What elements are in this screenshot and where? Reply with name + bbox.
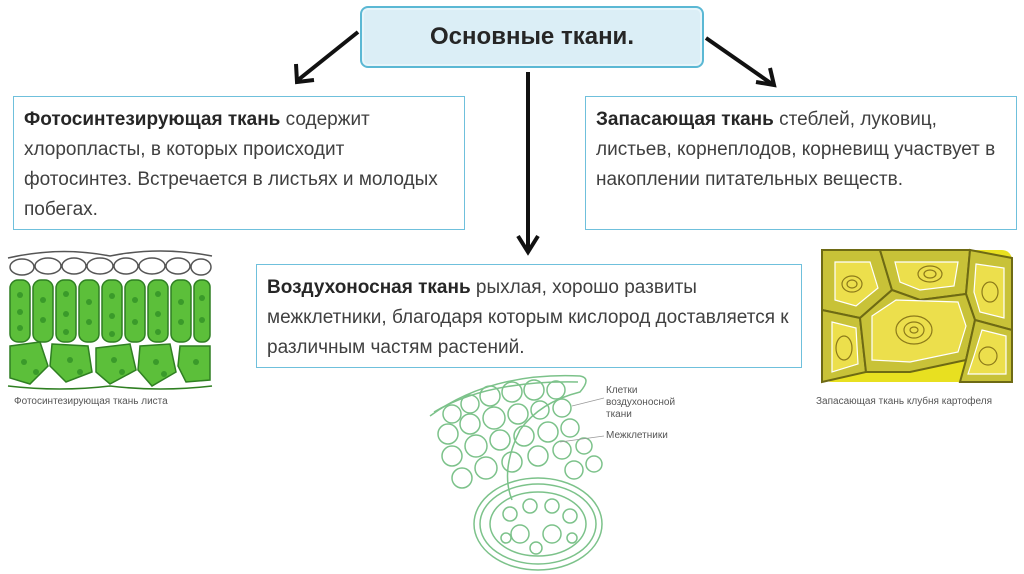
label-cells-line3: ткани xyxy=(606,409,632,420)
storage-term: Запасающая ткань xyxy=(596,109,774,130)
arrow-right xyxy=(704,36,777,88)
leaf-tissue-caption: Фотосинтезирующая ткань листа xyxy=(14,396,168,407)
photosynthetic-tissue-box: Фотосинтезирующая ткань содержит хлоропл… xyxy=(13,96,465,230)
arrow-down xyxy=(516,72,540,256)
photosynthetic-text: содержит хлоропласты, в которых происход… xyxy=(24,109,438,220)
potato-tissue-illustration xyxy=(821,248,1013,384)
label-cells-line1: Клетки xyxy=(606,385,637,396)
storage-tissue-box: Запасающая ткань стеблей, луковиц, листь… xyxy=(585,96,1017,230)
leaf-tissue-illustration xyxy=(7,250,213,390)
aerenchyma-term: Воздухоносная ткань xyxy=(267,277,471,298)
aerenchyma-illustration xyxy=(429,374,605,571)
main-title: Основные ткани. xyxy=(360,6,704,68)
aerenchyma-box: Воздухоносная ткань рыхлая, хорошо разви… xyxy=(256,264,802,368)
storage-text: стеблей, луковиц, листьев, корнеплодов, … xyxy=(596,109,996,190)
label-cells-line2: воздухоносной xyxy=(606,397,675,408)
label-intercellular-spaces: Межклетники xyxy=(606,430,668,441)
arrow-left xyxy=(294,30,360,85)
photosynthetic-term: Фотосинтезирующая ткань xyxy=(24,109,281,130)
aerenchyma-text: рыхлая, хорошо развиты межклетники, благ… xyxy=(267,277,789,358)
potato-tissue-caption: Запасающая ткань клубня картофеля xyxy=(816,396,992,407)
